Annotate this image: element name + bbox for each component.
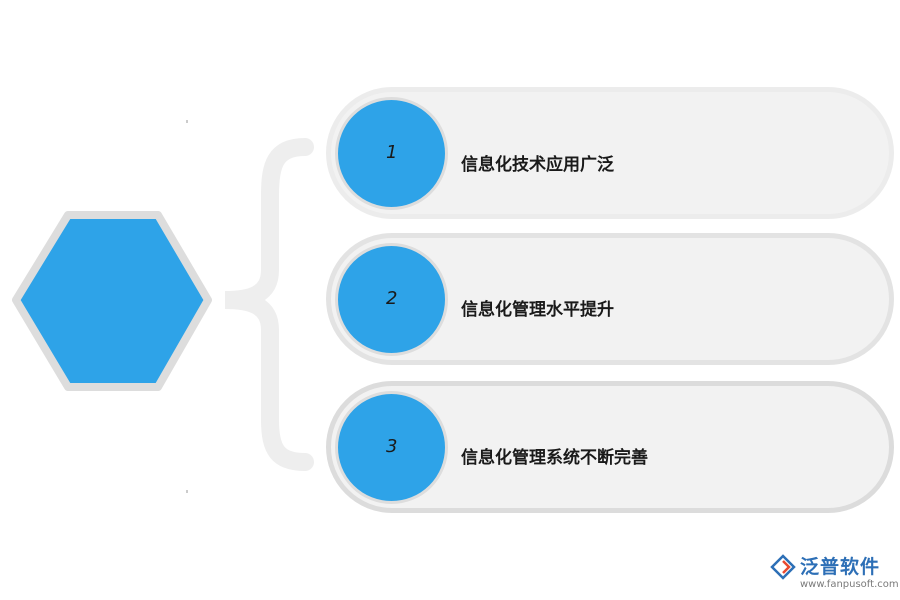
item-card-2: 2 信息化管理水平提升 — [326, 233, 894, 365]
item-number-1: 1 — [386, 142, 398, 163]
logo-icon — [770, 554, 796, 580]
item-card-3: 3 信息化管理系统不断完善 — [326, 381, 894, 513]
item-label-2: 信息化管理水平提升 — [461, 300, 614, 320]
brand-logo: 泛普软件 www.fanpusoft.com — [770, 552, 899, 597]
central-hexagon — [12, 211, 212, 391]
item-number-3: 3 — [386, 436, 398, 457]
number-circle-1: 1 — [335, 97, 448, 210]
curly-brace-connector — [224, 138, 314, 471]
logo-url: www.fanpusoft.com — [800, 579, 899, 590]
item-label-3: 信息化管理系统不断完善 — [461, 448, 648, 468]
number-circle-3: 3 — [335, 391, 448, 504]
item-label-1: 信息化技术应用广泛 — [461, 155, 614, 175]
item-card-1: 1 信息化技术应用广泛 — [326, 87, 894, 219]
logo-name: 泛普软件 — [800, 556, 881, 578]
item-number-2: 2 — [386, 288, 398, 309]
number-circle-2: 2 — [335, 243, 448, 356]
